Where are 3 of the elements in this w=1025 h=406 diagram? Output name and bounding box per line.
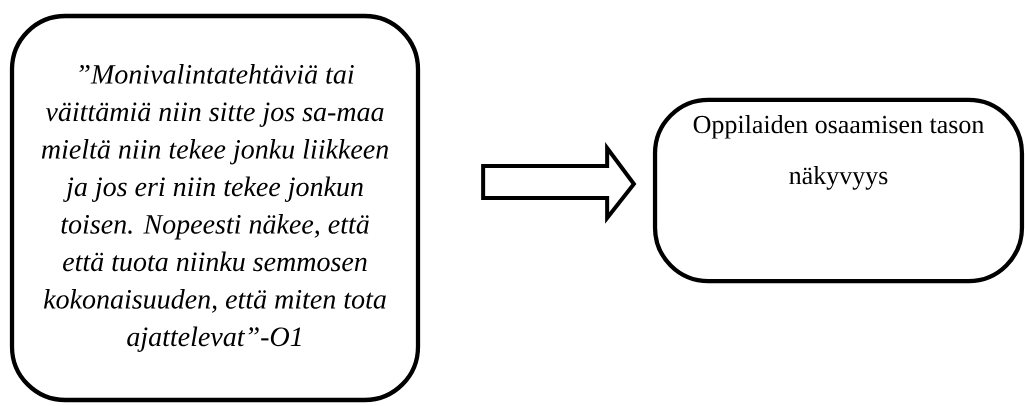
process-box: Oppilaiden osaamisen tason näkyvyys: [652, 97, 1025, 284]
quote-box: ”Monivalintatehtäviä tai väittämiä niin sitte jos sa-maa mieltä niin tekee jonku liikkeen ja jos eri niin tekee jonkun toisen. Nopeesti näkee, että että tuota niinku semmosen kokonaisuuden, että miten tota ajattelevat”-O1: [9, 13, 421, 403]
block-arrow: [481, 141, 637, 224]
